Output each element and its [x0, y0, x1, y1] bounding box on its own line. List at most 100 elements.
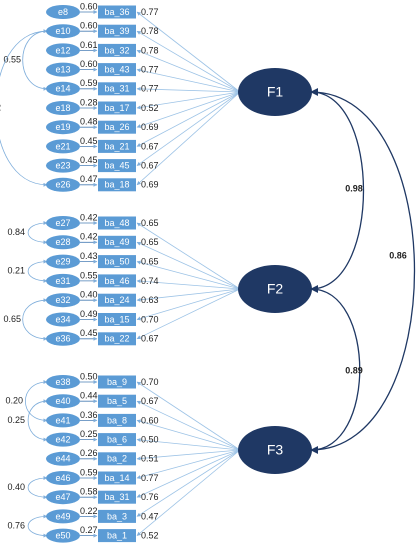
error-covariance-arc — [22, 29, 48, 91]
error-node — [46, 101, 80, 115]
item-label: ba_49 — [104, 237, 129, 247]
r-squared-label: 0.48 — [80, 117, 98, 127]
loading-arrow — [136, 222, 241, 290]
error-label: e14 — [55, 84, 70, 94]
item-box — [98, 101, 136, 115]
r-squared-label: 0.45 — [80, 136, 98, 146]
error-covariance-arc — [27, 259, 48, 283]
loading-arrow — [136, 260, 241, 290]
loading-label: 0.67 — [141, 334, 159, 344]
r-squared-label: 0.59 — [80, 78, 98, 88]
r-squared-label: 0.58 — [80, 487, 98, 497]
loading-arrow — [136, 449, 241, 479]
item-label: ba_1 — [107, 530, 127, 540]
loading-arrow — [136, 449, 241, 461]
error-node — [46, 490, 80, 505]
r-squared-label: 0.26 — [80, 448, 98, 458]
r-squared-label: 0.60 — [80, 59, 98, 69]
error-label: e28 — [55, 237, 70, 247]
loading-arrow — [136, 400, 241, 451]
item-label: ba_14 — [104, 473, 129, 483]
loading-label: 0.67 — [141, 396, 159, 406]
error-node — [46, 432, 80, 447]
loading-arrow — [136, 288, 241, 321]
item-label: ba_46 — [104, 276, 129, 286]
r-squared-label: 0.55 — [80, 270, 98, 280]
error-covariance-label: 0.25 — [7, 415, 25, 425]
r-squared-label: 0.59 — [80, 467, 98, 477]
loading-arrow — [136, 68, 241, 93]
loading-label: 0.78 — [141, 45, 159, 55]
r-squared-label: 0.40 — [80, 290, 98, 300]
item-label: ba_8 — [107, 415, 127, 425]
item-label: ba_15 — [104, 314, 129, 324]
item-box — [98, 63, 136, 77]
error-node — [46, 331, 80, 346]
item-box — [98, 394, 136, 408]
loading-label: 0.77 — [141, 7, 159, 17]
loading-label: 0.65 — [141, 256, 159, 266]
r-squared-label: 0.45 — [80, 155, 98, 165]
error-node — [46, 43, 80, 58]
item-box — [98, 120, 136, 134]
loading-label: 0.78 — [141, 26, 159, 36]
r-squared-label: 0.28 — [80, 97, 98, 107]
loading-arrow — [136, 449, 241, 536]
factor-label: F1 — [267, 84, 284, 100]
error-label: e46 — [55, 473, 70, 483]
loading-arrow — [136, 11, 241, 93]
loading-arrow — [136, 91, 241, 110]
item-box — [98, 313, 136, 326]
error-label: e44 — [55, 454, 70, 464]
r-squared-label: 0.27 — [80, 525, 98, 535]
loading-arrow — [136, 30, 241, 93]
loading-arrows-layer — [80, 10, 241, 538]
error-label: e49 — [55, 511, 70, 521]
error-node — [46, 158, 80, 173]
r-squared-label: 0.42 — [80, 212, 98, 222]
error-node — [46, 62, 80, 77]
error-label: e34 — [55, 314, 70, 324]
error-covariance-label: 0.20 — [5, 396, 23, 406]
loading-label: 0.67 — [141, 160, 159, 170]
error-label: e19 — [55, 122, 70, 132]
error-node — [46, 120, 80, 135]
error-label: e12 — [55, 45, 70, 55]
item-box — [98, 216, 136, 230]
item-label: ba_9 — [107, 377, 127, 387]
error-covariance-label: 0.40 — [7, 482, 25, 492]
item-box — [98, 375, 136, 389]
loading-arrow — [136, 449, 241, 517]
error-label: e13 — [55, 64, 70, 74]
loading-arrow — [136, 91, 241, 166]
error-label: e10 — [55, 26, 70, 36]
error-label: e36 — [55, 334, 70, 344]
item-box — [98, 5, 136, 19]
error-label: e26 — [55, 180, 70, 190]
error-label: e38 — [55, 377, 70, 387]
r-squared-label: 0.22 — [80, 506, 98, 516]
loading-label: 0.52 — [141, 103, 159, 113]
loading-arrow — [136, 381, 241, 451]
error-node — [46, 312, 80, 327]
factor-node — [238, 265, 312, 313]
loading-label: 0.70 — [141, 377, 159, 387]
factor-correlation-arc — [310, 88, 416, 454]
r-squared-label: 0.49 — [80, 309, 98, 319]
error-label: e42 — [55, 434, 70, 444]
factor-label: F3 — [267, 442, 284, 458]
loading-label: 0.70 — [141, 314, 159, 324]
item-box — [98, 274, 136, 288]
r-squared-label: 0.42 — [80, 232, 98, 242]
error-label: e21 — [55, 141, 70, 151]
loading-label: 0.50 — [141, 434, 159, 444]
item-box — [98, 293, 136, 307]
item-label: ba_17 — [104, 103, 129, 113]
loading-label: 0.47 — [141, 511, 159, 521]
factor-correlation-label: 0.89 — [345, 365, 363, 375]
item-label: ba_31 — [104, 84, 129, 94]
loading-label: 0.69 — [141, 122, 159, 132]
error-node — [46, 394, 80, 409]
error-covariance-label: 0.21 — [7, 266, 25, 276]
